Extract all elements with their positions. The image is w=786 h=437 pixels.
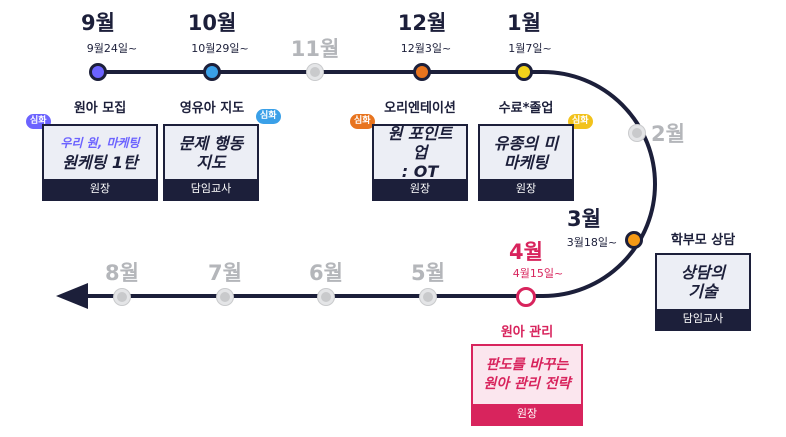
node-dec[interactable] — [413, 63, 431, 81]
month-nov-label: 11월 — [290, 37, 340, 61]
card-dec-footer: 원장 — [374, 179, 466, 199]
card-dec-line2: : OT — [401, 162, 439, 181]
card-dec-line1: 원 포인트 업 — [387, 124, 453, 162]
card-sep-footer: 원장 — [44, 179, 156, 199]
badge-dec: 심화 — [350, 114, 375, 129]
month-dec-date: 12월3일~ — [400, 42, 452, 55]
month-feb-label: 2월 — [651, 122, 685, 146]
card-jan-footer: 원장 — [480, 179, 572, 199]
node-feb[interactable] — [629, 125, 645, 141]
card-mar-line2: 기술 — [688, 282, 718, 301]
card-oct[interactable]: 문제 행동 지도 담임교사 — [163, 124, 259, 201]
event-oct-title: 영유아 지도 — [179, 101, 245, 116]
card-dec[interactable]: 원 포인트 업 : OT 원장 — [372, 124, 468, 201]
month-sep-label: 9월 — [81, 11, 115, 35]
card-mar[interactable]: 상담의 기술 담임교사 — [655, 253, 751, 331]
card-jan-line1: 유종의 미 — [493, 133, 559, 153]
card-mar-line1: 상담의 — [680, 263, 726, 282]
month-jan-label: 1월 — [507, 11, 541, 35]
node-apr[interactable] — [516, 287, 536, 307]
node-may[interactable] — [420, 289, 436, 305]
node-oct[interactable] — [203, 63, 221, 81]
card-sep-line1: 우리 원, 마케팅 — [60, 135, 140, 150]
node-aug[interactable] — [114, 289, 130, 305]
node-nov[interactable] — [307, 64, 323, 80]
card-apr-line1: 판도를 바꾸는 — [485, 357, 569, 373]
card-apr-footer: 원장 — [473, 404, 581, 424]
event-dec-title: 오리엔테이션 — [384, 101, 456, 116]
card-mar-footer: 담임교사 — [657, 309, 749, 329]
month-mar-date: 3월18일~ — [566, 236, 618, 249]
event-jan-title: 수료*졸업 — [498, 101, 554, 116]
badge-jan: 심화 — [568, 114, 593, 129]
card-oct-line2: 지도 — [196, 152, 226, 172]
month-jun-label: 6월 — [309, 261, 343, 285]
node-jun[interactable] — [318, 289, 334, 305]
event-sep-title: 원아 모집 — [73, 101, 127, 116]
node-jul[interactable] — [217, 289, 233, 305]
month-dec-label: 12월 — [397, 11, 447, 35]
event-mar-title: 학부모 상담 — [670, 233, 736, 248]
month-apr-label: 4월 — [509, 240, 543, 264]
month-aug-label: 8월 — [105, 261, 139, 285]
timeline-path — [80, 70, 657, 298]
card-sep[interactable]: 우리 원, 마케팅 원케팅 1탄 원장 — [42, 124, 158, 201]
card-jan[interactable]: 유종의 미 마케팅 원장 — [478, 124, 574, 201]
month-oct-label: 10월 — [187, 11, 237, 35]
month-jul-label: 7월 — [208, 261, 242, 285]
node-sep[interactable] — [89, 63, 107, 81]
card-jan-line2: 마케팅 — [503, 152, 549, 172]
card-oct-footer: 담임교사 — [165, 179, 257, 199]
event-apr-title: 원아 관리 — [500, 325, 554, 340]
month-apr-date: 4월15일~ — [512, 267, 564, 280]
month-sep-date: 9월24일~ — [86, 42, 138, 55]
node-jan[interactable] — [515, 63, 533, 81]
card-sep-line2: 원케팅 1탄 — [62, 152, 138, 172]
card-oct-line1: 문제 행동 — [178, 133, 244, 153]
card-apr[interactable]: 판도를 바꾸는 원아 관리 전략 원장 — [471, 344, 583, 426]
badge-oct: 심화 — [256, 109, 281, 124]
month-mar-label: 3월 — [567, 207, 601, 231]
timeline-arrowhead — [56, 283, 88, 309]
month-oct-date: 10월29일~ — [191, 42, 249, 55]
card-apr-line2: 원아 관리 전략 — [483, 376, 571, 392]
node-mar[interactable] — [625, 231, 643, 249]
month-jan-date: 1월7일~ — [508, 42, 552, 55]
month-may-label: 5월 — [411, 261, 445, 285]
